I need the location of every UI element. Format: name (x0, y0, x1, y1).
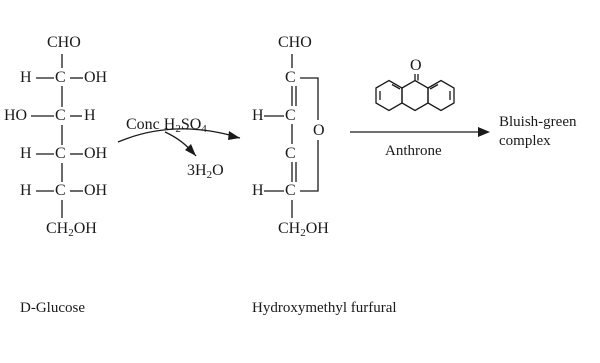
product-line2: complex (499, 133, 551, 149)
glucose-h2: H (84, 107, 96, 124)
step1-reagent: Conc H2SO4 (126, 116, 207, 135)
hmf-ch2oh-main: CH (278, 220, 301, 237)
glucose-h3: H (20, 145, 32, 162)
hmf-cho: CHO (278, 34, 312, 51)
glucose-ch2oh-end: OH (73, 220, 97, 237)
reagent-mid: SO (180, 116, 202, 133)
byproduct-sub: 2 (206, 169, 213, 181)
product-line1: Bluish-green (499, 114, 577, 130)
step2-reagent: Anthrone (385, 143, 442, 159)
arrowhead-2 (478, 127, 490, 137)
arrowhead-byproduct (185, 144, 196, 156)
hmf-c3: C (285, 145, 296, 162)
glucose-c3: C (55, 107, 66, 124)
byproduct-num: 3H (187, 162, 207, 179)
anthrone-structure (375, 74, 455, 112)
glucose-ch2oh-sub: 2 (68, 227, 74, 239)
reagent-sub1: 2 (175, 123, 181, 135)
glucose-ch2oh: CH2OH (46, 220, 97, 239)
hmf-h2: H (252, 107, 264, 124)
glucose-h1: H (20, 69, 32, 86)
hmf-h4: H (252, 182, 264, 199)
anthrone-oxygen: O (410, 57, 422, 74)
reagent-sub2: 4 (201, 123, 207, 135)
glucose-c4: C (55, 145, 66, 162)
reaction-arrow-1 (117, 128, 241, 143)
ring-bond (300, 140, 319, 192)
arrowhead-1 (228, 131, 240, 140)
hmf-c1: C (285, 69, 296, 86)
reagent-main: Conc H (126, 116, 176, 133)
hmf-caption: Hydroxymethyl furfural (252, 300, 397, 316)
byproduct-end: O (212, 162, 224, 179)
glucose-h4: H (20, 182, 32, 199)
glucose-c2: C (55, 69, 66, 86)
hmf-ch2oh-sub: 2 (300, 227, 306, 239)
glucose-c5: C (55, 182, 66, 199)
hmf-ch2oh: CH2OH (278, 220, 329, 239)
glucose-ch2oh-main: CH (46, 220, 69, 237)
step1-byproduct: 3H2O (187, 162, 224, 181)
glucose-oh1: OH (84, 69, 108, 86)
hmf-ch2oh-end: OH (305, 220, 329, 237)
glucose-cho: CHO (47, 34, 81, 51)
glucose-oh4: OH (84, 182, 108, 199)
glucose-ho: HO (4, 107, 28, 124)
glucose-caption: D-Glucose (20, 300, 85, 316)
hmf-c4: C (285, 182, 296, 199)
hmf-ring-o: O (313, 122, 325, 139)
glucose-oh3: OH (84, 145, 108, 162)
ring-bond (300, 77, 319, 120)
hmf-c2: C (285, 107, 296, 124)
